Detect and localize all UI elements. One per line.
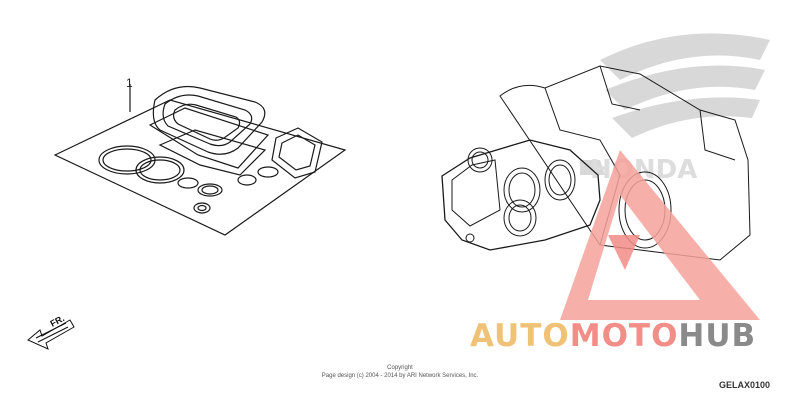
- copyright-notice: Copyright Page design (c) 2004 - 2014 by…: [300, 364, 500, 380]
- engine-assembly: [441, 65, 751, 261]
- triangle-logo-icon: [560, 150, 760, 320]
- copyright-line2: Page design (c) 2004 - 2014 by ARI Netwo…: [321, 373, 479, 379]
- gasket-kit-board: [53, 84, 347, 236]
- diagram-code: GELAX0100: [718, 380, 770, 390]
- copyright-line1: Copyright: [387, 365, 413, 371]
- watermark-part-c: HUB: [678, 318, 757, 354]
- part-number-callout: 1: [126, 76, 133, 90]
- front-direction-arrow-icon: [27, 319, 75, 350]
- honda-wing-logo-icon: HONDA: [580, 33, 770, 185]
- watermark-part-b: MOTO: [569, 318, 679, 354]
- watermark-brand: AUTOMOTOHUB: [470, 318, 800, 354]
- watermark-part-a: AUTO: [470, 318, 570, 354]
